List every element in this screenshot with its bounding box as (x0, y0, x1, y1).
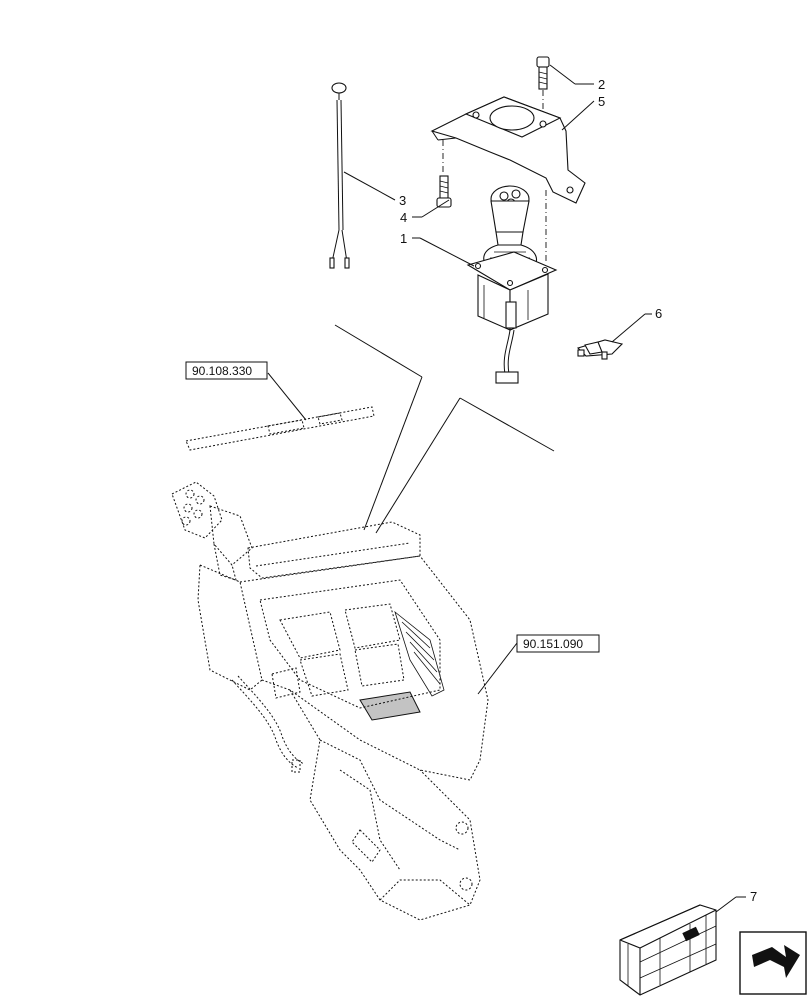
callout-1: 1 (400, 231, 407, 246)
reference-label: 90.151.090 (523, 637, 583, 651)
reference-label: 90.108.330 (192, 364, 252, 378)
harness-part-3 (329, 82, 350, 269)
callout-3: 3 (399, 193, 406, 208)
callout-7: 7 (750, 889, 757, 904)
joystick-part-1 (466, 185, 558, 384)
next-page-arrow-icon[interactable] (739, 931, 807, 995)
callout-6: 6 (655, 306, 662, 321)
callout-5: 5 (598, 94, 605, 109)
screw-part-4 (436, 175, 452, 208)
callout-4: 4 (400, 210, 407, 225)
reference-link-90-108-330[interactable]: 90.108.330 (185, 361, 268, 380)
reference-link-90-151-090[interactable]: 90.151.090 (516, 634, 600, 653)
clip-part-6 (576, 339, 624, 360)
callout-2: 2 (598, 77, 605, 92)
leader-lines (267, 64, 746, 916)
bracket-part-5 (430, 96, 586, 204)
console-assembly (171, 481, 489, 921)
strip-part (185, 406, 375, 451)
crate-icon (619, 904, 717, 996)
